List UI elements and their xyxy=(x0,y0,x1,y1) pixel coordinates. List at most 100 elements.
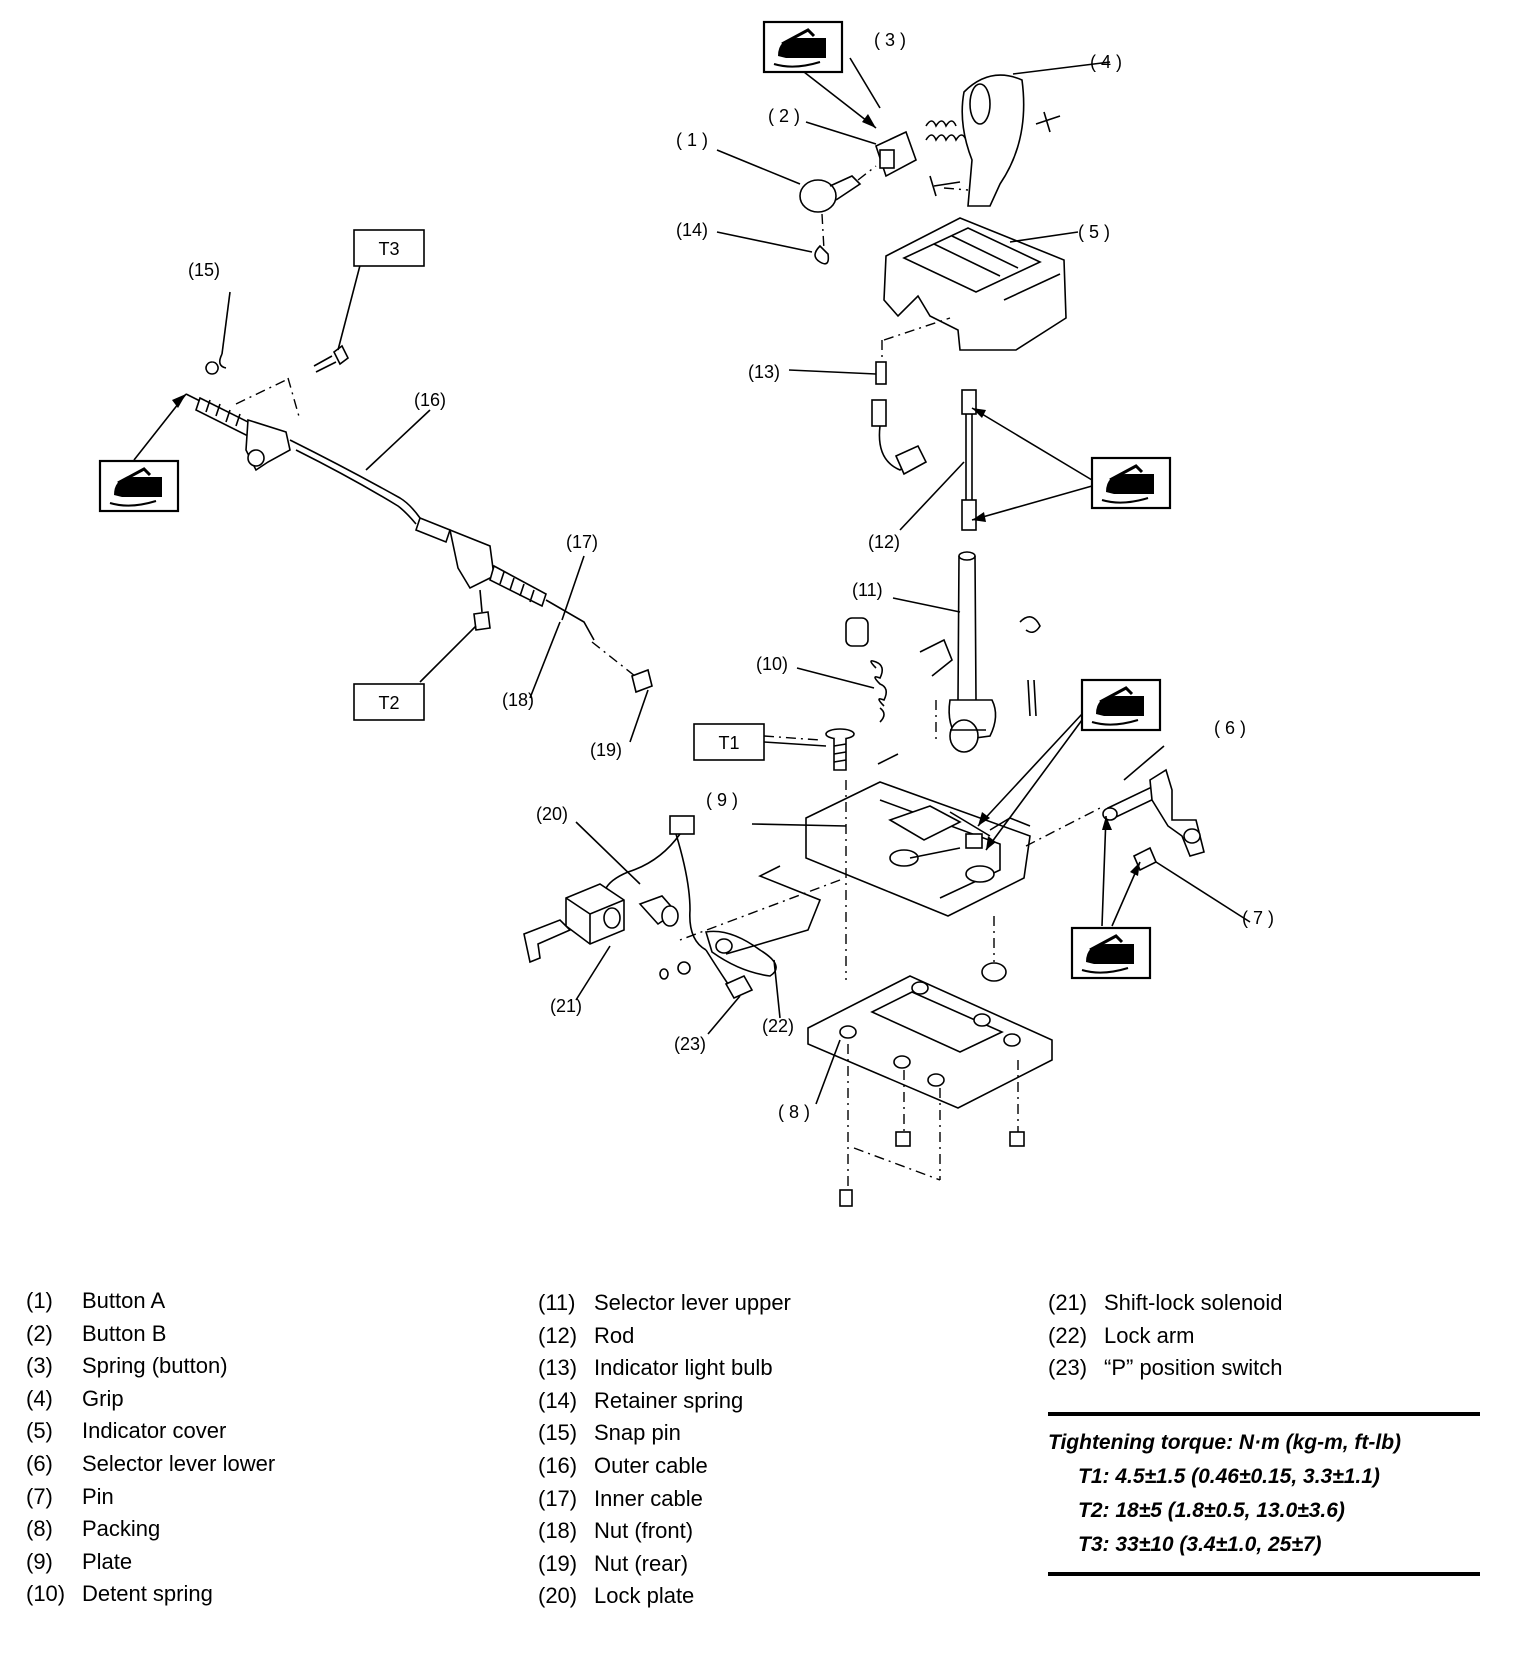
packing-part xyxy=(807,975,1053,1207)
legend-item-number: (6) xyxy=(26,1450,53,1476)
torque-title: Tightening torque: N·m (kg-m, ft-lb) xyxy=(1048,1431,1402,1454)
legend-item-name: Rod xyxy=(594,1322,635,1348)
torque-tag-t2: T2 xyxy=(353,683,425,721)
legend-item-name: Retainer spring xyxy=(594,1387,744,1413)
legend-item: (20)Lock plate xyxy=(538,1580,791,1613)
spring-button-part xyxy=(925,120,967,142)
retainer-spring-part xyxy=(814,244,830,265)
legend-item-number: (10) xyxy=(26,1581,66,1607)
callout-3: ( 3 ) xyxy=(874,30,906,50)
nut-rear-part xyxy=(631,668,653,694)
torque-tag-t1: T1 xyxy=(693,723,765,761)
legend-item-name: Plate xyxy=(82,1548,133,1574)
torque-spec-box: Tightening torque: N·m (kg-m, ft-lb) T1:… xyxy=(1048,1412,1480,1576)
grease-icon xyxy=(1090,456,1172,510)
legend-item-number: (2) xyxy=(26,1320,53,1346)
button-a-part xyxy=(799,175,862,251)
legend-item-name: Nut (front) xyxy=(594,1518,694,1544)
callout-4: ( 4 ) xyxy=(1090,52,1122,72)
legend-item: (22)Lock arm xyxy=(1048,1320,1283,1353)
legend-item-number: (11) xyxy=(538,1290,576,1315)
grease-icon xyxy=(1070,926,1152,980)
legend-item: (10) Detent spring xyxy=(26,1578,275,1611)
legend-item-name: Lock arm xyxy=(1104,1322,1195,1348)
legend-item-number: (21) xyxy=(1048,1290,1088,1315)
selector-lever-lower-part xyxy=(1102,768,1205,857)
legend-item-number: (8) xyxy=(26,1516,53,1542)
grease-icon xyxy=(1080,678,1162,732)
legend-item-name: Inner cable xyxy=(594,1485,703,1511)
legend-column-2: (11) Selector lever upper (12) Rod (13) Indic… xyxy=(538,1287,791,1613)
legend-item-number: (14) xyxy=(538,1387,578,1413)
callout-12: (12) xyxy=(868,532,900,552)
torque-line-t1: T1: 4.5±1.5 (0.46±0.15, 3.3±1.1) xyxy=(1078,1465,1380,1488)
callout-labels: ( 1 ) ( 2 ) ( 3 ) ( 4 ) ( 5 ) ( 6 ) ( 7 … xyxy=(188,30,1274,1122)
legend-item-name: Nut (rear) xyxy=(594,1550,689,1576)
callout-23: (23) xyxy=(674,1034,706,1054)
legend-item: (19)Nut (rear) xyxy=(538,1548,791,1581)
legend-item-name: Detent spring xyxy=(82,1581,213,1607)
callout-19: (19) xyxy=(590,740,622,760)
grip-part xyxy=(929,74,1061,207)
legend-item-number: (20) xyxy=(538,1583,578,1609)
shift-lock-solenoid-part xyxy=(523,883,625,964)
leader-lines xyxy=(133,57,1251,1105)
legend-item-number: (13) xyxy=(538,1355,578,1381)
legend-item: (1) Button A xyxy=(26,1285,275,1318)
legend-item-name: Selector lever upper xyxy=(594,1290,791,1315)
callout-14: (14) xyxy=(676,220,708,240)
callout-2: ( 2 ) xyxy=(768,106,800,126)
t3-bolt-part xyxy=(235,344,350,421)
lock-arm-part xyxy=(659,865,822,980)
callout-21: (21) xyxy=(550,996,582,1016)
callout-18: (18) xyxy=(502,690,534,710)
legend-item-number: (23) xyxy=(1048,1355,1088,1381)
legend-item-name: “P” position switch xyxy=(1104,1355,1283,1381)
legend-item-number: (15) xyxy=(538,1420,578,1446)
torque-line-t2: T2: 18±5 (1.8±0.5, 13.0±3.6) xyxy=(1078,1499,1345,1522)
callout-20: (20) xyxy=(536,804,568,824)
legend-item-name: Snap pin xyxy=(594,1420,681,1446)
legend-column-3: (21) Shift-lock solenoid (22)Lock arm(23) “… xyxy=(1048,1287,1283,1385)
legend-item-name: Selector lever lower xyxy=(82,1450,276,1476)
indicator-cover-part xyxy=(883,217,1067,351)
legend-item-name: Button A xyxy=(82,1288,166,1313)
legend-item-name: Indicator light bulb xyxy=(594,1355,773,1381)
grommet-part xyxy=(981,962,1007,982)
legend-item-number: (12) xyxy=(538,1322,578,1348)
legend-item-name: Pin xyxy=(82,1483,114,1509)
legend-item-number: (17) xyxy=(538,1485,578,1511)
legend-item-name: Button B xyxy=(82,1320,167,1346)
detent-spring-part xyxy=(870,660,888,723)
legend-item: (7) Pin xyxy=(26,1481,275,1514)
legend-item: (13) Indicator light bulb xyxy=(538,1352,791,1385)
rod-part xyxy=(961,389,977,531)
svg-text:T3: T3 xyxy=(378,239,399,259)
callout-13: (13) xyxy=(748,362,780,382)
callout-8: ( 8 ) xyxy=(778,1102,810,1122)
legend-item-name: Spring (button) xyxy=(82,1353,228,1379)
legend-item-name: Grip xyxy=(82,1385,124,1411)
grease-icon xyxy=(98,459,180,513)
snap-pin-part xyxy=(205,353,227,375)
legend-item-number: (1) xyxy=(26,1288,53,1313)
legend-item-number: (7) xyxy=(26,1483,53,1509)
t2-bolt-part xyxy=(473,589,491,631)
legend-item-number: (3) xyxy=(26,1353,53,1379)
pin-small-part xyxy=(877,753,899,765)
grease-icon xyxy=(762,20,844,74)
legend-item: (12) Rod xyxy=(538,1320,791,1353)
callout-15: (15) xyxy=(188,260,220,280)
legend-item: (6) Selector lever lower xyxy=(26,1448,275,1481)
callout-9: ( 9 ) xyxy=(706,790,738,810)
svg-text:T2: T2 xyxy=(378,693,399,713)
legend-item-number: (9) xyxy=(26,1548,53,1574)
exploded-assembly-diagram: T3 T2 T1 ( 1 ) ( 2 ) ( 3 ) ( 4 ) ( 5 ) (… xyxy=(98,20,1274,1207)
callout-22: (22) xyxy=(762,1016,794,1036)
legend-item-name: Shift-lock solenoid xyxy=(1104,1290,1283,1315)
legend-item: (11) Selector lever upper xyxy=(538,1287,791,1320)
legend-item: (4)Grip xyxy=(26,1383,275,1416)
legend-item-name: Indicator cover xyxy=(82,1418,227,1444)
torque-line-t3: T3: 33±10 (3.4±1.0, 25±7) xyxy=(1078,1533,1322,1556)
legend-item: (23) “P” position switch xyxy=(1048,1352,1283,1385)
